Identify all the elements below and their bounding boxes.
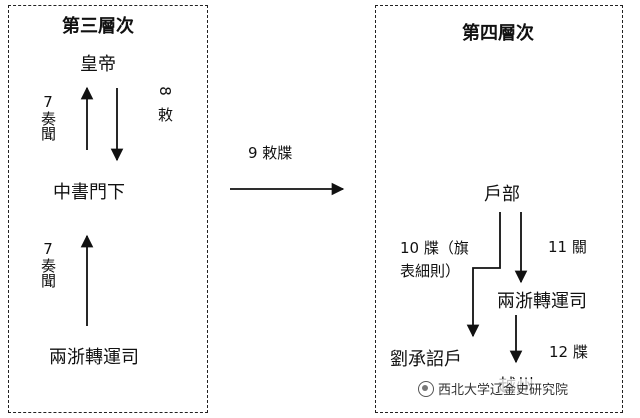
label-11: 11 關 (548, 238, 587, 256)
memorial-label-lower: 7奏聞 (39, 240, 57, 288)
arrow-ministry-to-household (466, 212, 501, 338)
watermark-text: 西北大学辽金史研究院 (438, 383, 569, 398)
third-level-title: 第三層次 (62, 16, 134, 37)
edict-label: 敕 (158, 106, 174, 124)
wechat-channel-icon (418, 380, 434, 397)
edict-number-label: 8 (155, 86, 174, 96)
label-10-line2: 表細則） (400, 262, 461, 280)
third-level-panel (8, 5, 208, 413)
watermark: 西北大学辽金史研究院 (418, 379, 569, 398)
edict-dispatch-label: 9 敕牒 (248, 144, 293, 162)
fourth-level-panel (375, 5, 623, 413)
memorial-label-upper: 7奏聞 (39, 93, 57, 141)
label-10-line1: 10 牒（旗 (400, 239, 469, 257)
transport-office-node: 兩浙轉運司 (49, 347, 139, 368)
chancellery-node: 中書門下 (53, 182, 125, 203)
liu-household-node: 劉承詔戶 (390, 349, 462, 370)
ministry-node: 戶部 (484, 184, 520, 205)
emperor-node: 皇帝 (80, 54, 116, 75)
label-12: 12 牒 (549, 343, 588, 361)
right-transport-office-node: 兩浙轉運司 (497, 291, 587, 312)
fourth-level-title: 第四層次 (462, 23, 534, 44)
